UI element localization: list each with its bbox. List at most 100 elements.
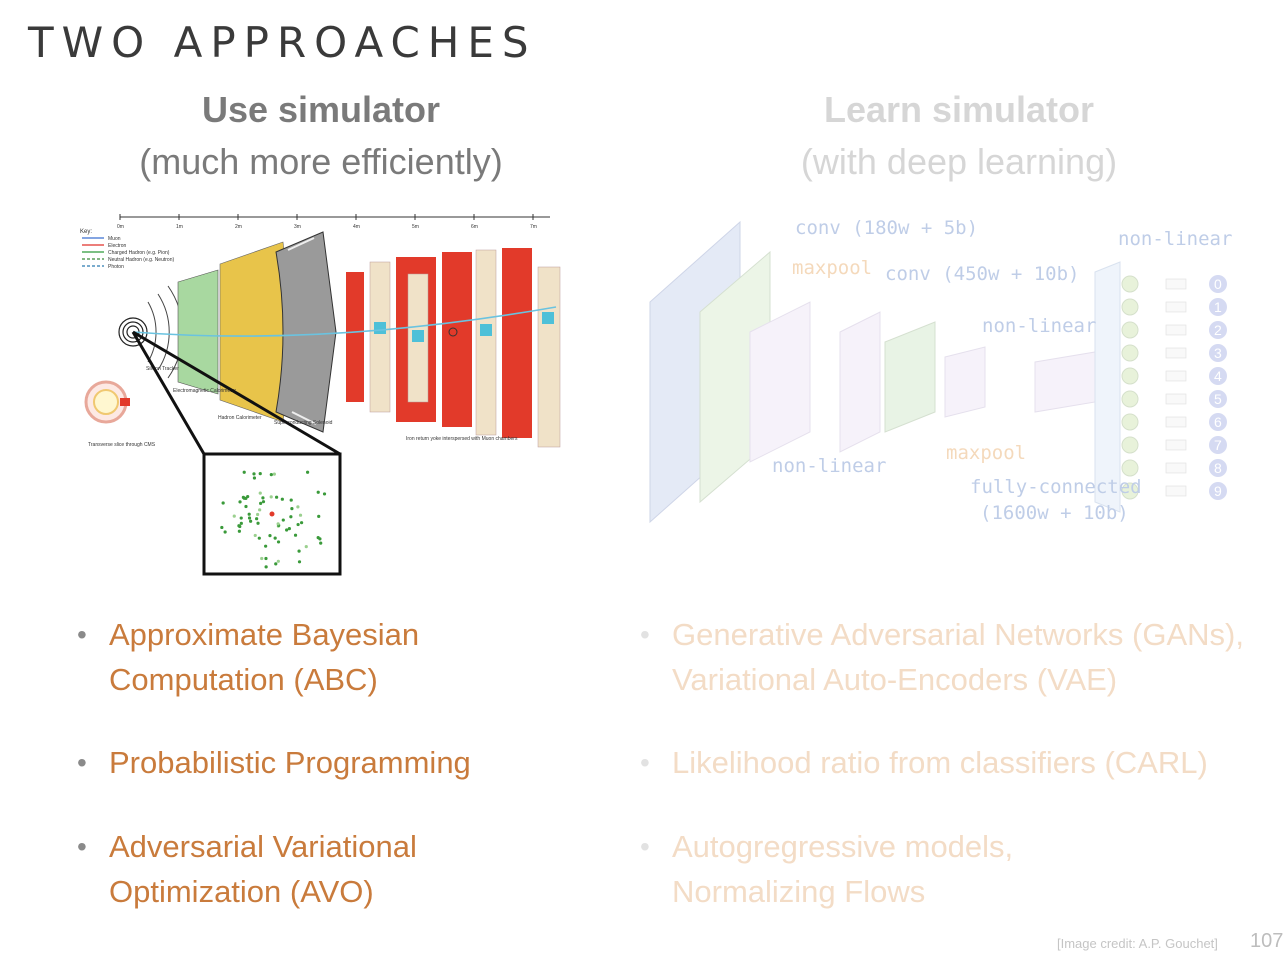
- event-hit-dot: [317, 514, 321, 518]
- event-hit-dot: [261, 500, 266, 504]
- activation-box: [1165, 347, 1187, 359]
- event-hit-dot: [297, 560, 302, 564]
- output-digit-label: 5: [1214, 391, 1222, 407]
- left-heading-title: Use simulator: [201, 89, 441, 130]
- event-hit-dot: [280, 497, 284, 501]
- event-hit-dot: [246, 494, 250, 499]
- event-hit-dot: [258, 508, 262, 512]
- bullet-dot-icon: •: [77, 831, 87, 862]
- output-neuron: [1121, 344, 1139, 362]
- left-heading-subtitle: (much more efficiently): [139, 141, 503, 182]
- event-hit-dot: [319, 541, 323, 545]
- event-hit-dot: [249, 519, 253, 523]
- zoom-line-left: [131, 331, 206, 455]
- event-hit-dot: [256, 512, 260, 517]
- annotation-hcal: Hadron Calorimeter: [218, 415, 262, 421]
- event-hit-dot: [259, 501, 263, 505]
- event-hit-dot: [257, 536, 261, 540]
- event-hit-dot: [290, 506, 294, 511]
- output-digit-label: 1: [1214, 299, 1222, 315]
- right-bullet-item: •Generative Adversarial Networks (GANs),…: [640, 612, 1272, 702]
- event-hit-dot: [238, 524, 242, 529]
- right-column-heading: Learn simulator (with deep learning): [679, 85, 1239, 189]
- event-hit-dot: [297, 549, 301, 553]
- output-digit-label: 8: [1214, 460, 1222, 476]
- event-hit-dot: [268, 534, 272, 538]
- event-hit-dot: [242, 470, 246, 474]
- slide-title: TWO APPROACHES: [28, 18, 537, 67]
- label-conv1: conv (180w + 5b): [795, 217, 978, 239]
- event-hit-dot: [253, 533, 257, 538]
- output-digit-badge: [1209, 459, 1227, 477]
- activation-box: [1165, 416, 1187, 428]
- event-hit-dot: [238, 500, 242, 504]
- event-hit-dot: [237, 529, 241, 533]
- event-hit-dot: [260, 556, 264, 561]
- event-hit-dot: [316, 490, 320, 494]
- event-hit-dot: [296, 522, 300, 527]
- scale-tick-label: 3m: [294, 224, 301, 230]
- interaction-point: [269, 511, 275, 517]
- activation-box: [1165, 393, 1187, 405]
- event-hit-dot: [220, 525, 224, 530]
- activation-box: [1165, 278, 1187, 290]
- output-neuron: [1121, 436, 1139, 454]
- key-item-label: Photon: [108, 264, 124, 270]
- output-digit-label: 0: [1214, 276, 1222, 292]
- conv2-layer: [884, 321, 936, 433]
- activation-box: [1165, 485, 1187, 497]
- event-hit-dot: [261, 496, 265, 500]
- output-neuron: [1121, 459, 1139, 477]
- event-hit-dot: [239, 516, 243, 520]
- iron-return-yoke: [346, 248, 561, 448]
- event-hit-dot: [264, 565, 268, 569]
- output-digit-badge: [1209, 482, 1227, 500]
- zoom-line-right: [132, 330, 341, 456]
- scale-tick-label: 6m: [471, 224, 478, 230]
- label-nonlinear-low: non-linear: [772, 455, 886, 477]
- annotation-solenoid: Superconducting Solenoid: [274, 420, 333, 426]
- scale-tick-label: 4m: [353, 224, 360, 230]
- output-digit-badge: [1209, 275, 1227, 293]
- output-digit-badge: [1209, 321, 1227, 339]
- bullet-dot-icon: •: [77, 619, 87, 650]
- event-hit-dot: [276, 540, 281, 544]
- event-hit-dot: [276, 522, 280, 526]
- event-hit-dot: [272, 472, 276, 476]
- fc-layer: [1094, 261, 1121, 513]
- bullet-dot-icon: •: [77, 747, 87, 778]
- event-hit-dot: [269, 495, 273, 499]
- left-bullet-text: Approximate Bayesian Computation (ABC): [109, 617, 420, 697]
- scale-tick-label: 0m: [117, 224, 124, 230]
- ecal-layer: [177, 269, 219, 395]
- label-fc-line1: fully-connected: [970, 476, 1142, 498]
- output-digit-badge: [1209, 390, 1227, 408]
- scale-tick-label: 5m: [412, 224, 419, 230]
- right-bullet-item: • Autogregressive models, Normalizing Flo…: [640, 824, 1272, 914]
- output-digit-badge: [1209, 413, 1227, 431]
- event-hit-dot: [264, 544, 268, 548]
- event-hit-dot: [258, 491, 262, 495]
- event-hit-dot: [269, 473, 273, 477]
- event-hit-dot: [281, 518, 285, 522]
- label-nonlinear-top: non-linear: [1118, 228, 1232, 250]
- key-item-label: Neutral Hadron (e.g. Neutron): [108, 257, 174, 263]
- output-digit-label: 3: [1214, 345, 1222, 361]
- event-hit-dot: [247, 516, 252, 520]
- activation-box: [1165, 301, 1187, 313]
- conv1-layer: [699, 250, 771, 504]
- event-hit-dot: [275, 495, 279, 499]
- annotation-tracker: Silicon Tracker: [146, 366, 179, 372]
- maxpool1-layer: [749, 301, 811, 463]
- event-hit-dot: [322, 492, 327, 496]
- left-bullet-text: Adversarial Variational Optimization (AV…: [109, 829, 417, 909]
- bullet-dot-icon: •: [640, 831, 650, 862]
- label-nonlinear-mid: non-linear: [982, 315, 1096, 337]
- output-neuron: [1121, 482, 1139, 500]
- right-bullet-text: Autogregressive models, Normalizing Flow…: [672, 829, 1014, 909]
- event-hit-dot: [252, 472, 256, 476]
- solenoid: [275, 231, 337, 433]
